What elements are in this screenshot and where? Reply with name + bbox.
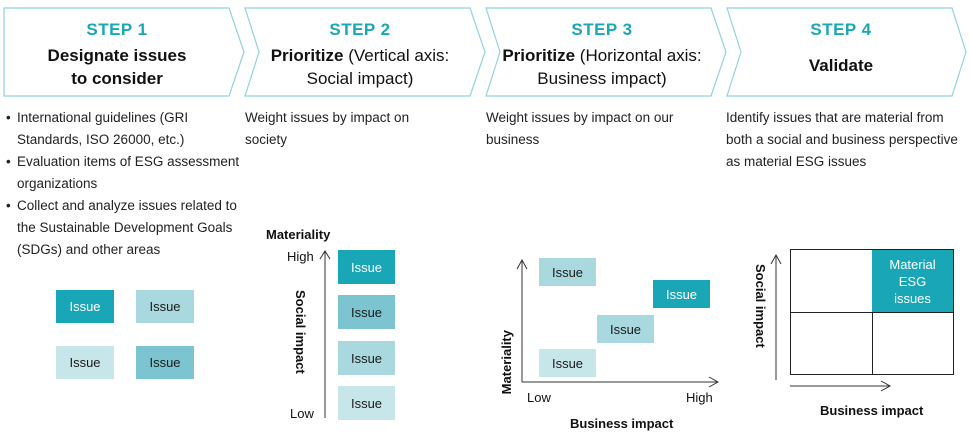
step1-bullets: International guidelines (GRI Standards,… xyxy=(6,107,242,261)
material-esg-box: Material ESG issues xyxy=(872,250,953,312)
step2-label: STEP 2 xyxy=(329,20,391,39)
step3-desc: Weight issues by impact on our business xyxy=(486,110,674,147)
step4-axes xyxy=(770,253,892,392)
step4-header: STEP 4 Validate xyxy=(736,20,946,77)
step4-matrix xyxy=(790,249,954,375)
step3-banner xyxy=(485,7,727,97)
issue-box: Issue xyxy=(338,341,395,375)
step3-low-label: Low xyxy=(527,390,551,405)
step3-x-label: Business impact xyxy=(570,416,674,431)
step2-materiality-label: Materiality xyxy=(266,227,331,242)
issue-box: Issue xyxy=(653,280,710,308)
step2-low-label: Low xyxy=(290,406,314,421)
step3-header: STEP 3 Prioritize (Horizontal axis: Busi… xyxy=(492,20,712,90)
issue-box: Issue xyxy=(136,290,194,323)
step1-title: Designate issues to consider xyxy=(47,46,187,88)
bullet-item: International guidelines (GRI Standards,… xyxy=(6,107,242,151)
step4-y-label: Social impact xyxy=(753,264,768,348)
issue-box: Issue xyxy=(539,349,596,377)
step2-axis-arrow xyxy=(319,250,331,418)
step4-title: Validate xyxy=(808,56,874,75)
step3-axes xyxy=(516,258,720,388)
step3-label: STEP 3 xyxy=(571,20,633,39)
issue-box: Issue xyxy=(338,295,395,329)
issue-box: Issue xyxy=(597,315,654,343)
step1-header: STEP 1 Designate issues to consider xyxy=(4,20,230,90)
step3-high-label: High xyxy=(686,390,713,405)
step4-desc: Identify issues that are material from b… xyxy=(726,110,958,169)
matrix-divider-h xyxy=(791,312,953,313)
step1-label: STEP 1 xyxy=(86,20,148,39)
step4-x-label: Business impact xyxy=(820,403,924,418)
issue-box: Issue xyxy=(338,386,395,420)
issue-box: Issue xyxy=(539,258,596,286)
issue-box: Issue xyxy=(56,290,114,323)
issue-box: Issue xyxy=(338,250,395,284)
step3-y-label: Materiality xyxy=(499,330,514,395)
step2-title: Prioritize (Vertical axis: Social impact… xyxy=(270,46,450,88)
step2-desc: Weight issues by impact on society xyxy=(245,110,410,147)
issue-box: Issue xyxy=(136,346,194,379)
step2-axis-label: Social impact xyxy=(293,290,308,374)
step4-label: STEP 4 xyxy=(810,20,872,39)
step2-banner xyxy=(244,7,486,97)
step2-header: STEP 2 Prioritize (Vertical axis: Social… xyxy=(255,20,465,90)
step2-high-label: High xyxy=(287,249,314,264)
bullet-item: Collect and analyze issues related to th… xyxy=(6,195,242,261)
step1-banner xyxy=(3,7,245,97)
bullet-item: Evaluation items of ESG assessment organ… xyxy=(6,151,242,195)
step-arrows xyxy=(3,7,967,97)
issue-box: Issue xyxy=(56,346,114,379)
step3-title: Prioritize (Horizontal axis: Business im… xyxy=(502,46,702,88)
step4-banner xyxy=(726,7,967,97)
